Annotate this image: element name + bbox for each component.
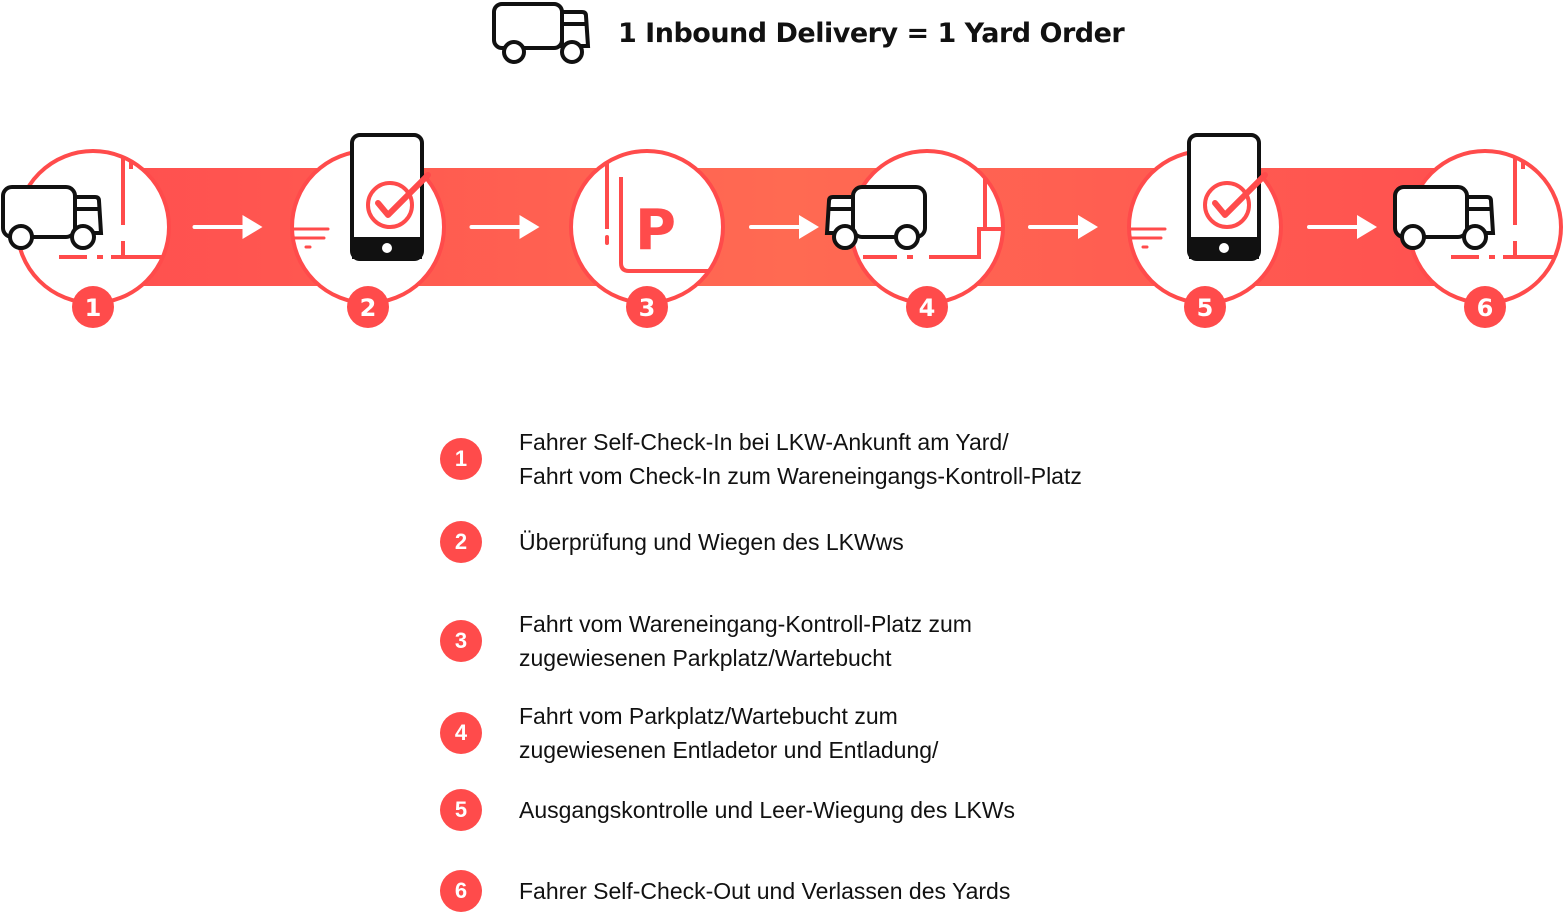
truck-icon [824, 185, 927, 250]
legend-item: 1 Fahrer Self-Check-In bei LKW-Ankunft am… [440, 425, 1082, 493]
svg-text:1: 1 [85, 294, 102, 322]
legend-line: Ausgangskontrolle und Leer-Wiegung des L… [519, 797, 1016, 823]
svg-text:4: 4 [919, 294, 936, 322]
step-number-badge: 2 [347, 286, 389, 328]
arrow-right-icon [192, 215, 263, 239]
legend-line: Fahrer Self-Check-In bei LKW-Ankunft am … [519, 429, 1009, 455]
phone-check-icon [1187, 133, 1268, 261]
legend-description: Fahrt vom Wareneingang-Kontroll-Platz zu… [519, 607, 972, 675]
parking-icon: P [635, 198, 676, 263]
legend-description: Fahrer Self-Check-In bei LKW-Ankunft am … [519, 425, 1082, 493]
svg-text:2: 2 [360, 294, 377, 322]
svg-text:3: 3 [639, 294, 656, 322]
arrow-right-icon [1028, 215, 1098, 239]
legend-line: Überprüfung und Wiegen des LKWws [519, 529, 904, 555]
legend-line: Fahrt vom Parkplatz/Wartebucht zum [519, 703, 898, 729]
flow-step: P3 [569, 149, 725, 328]
flow-step: 2 [290, 133, 446, 328]
legend-number-badge: 4 [440, 712, 482, 754]
header: 1 Inbound Delivery = 1 Yard Order [490, 0, 1125, 66]
step-number-badge: 4 [906, 286, 948, 328]
legend-line: Fahrt vom Wareneingang-Kontroll-Platz zu… [519, 611, 972, 637]
legend-line: Fahrt vom Check-In zum Wareneingangs-Kon… [519, 463, 1082, 489]
svg-text:6: 6 [1477, 294, 1494, 322]
legend-item: 2 Überprüfung und Wiegen des LKWws [440, 521, 904, 563]
legend-number-badge: 5 [440, 789, 482, 831]
legend-number-badge: 6 [440, 870, 482, 912]
step-number-badge: 5 [1184, 286, 1226, 328]
legend-number-badge: 2 [440, 521, 482, 563]
flow-step: 5 [1127, 133, 1283, 328]
legend-number-badge: 3 [440, 620, 482, 662]
legend-item: 5 Ausgangskontrolle und Leer-Wiegung des … [440, 789, 1015, 831]
step-number-badge: 3 [626, 286, 668, 328]
svg-text:5: 5 [1197, 294, 1214, 322]
truck-icon [1, 185, 104, 250]
legend-description: Fahrt vom Parkplatz/Wartebucht zum zugewi… [519, 699, 938, 767]
legend-description: Fahrer Self-Check-Out und Verlassen des … [519, 874, 1010, 908]
step-number-badge: 1 [72, 286, 114, 328]
legend-line: zugewiesenen Parkplatz/Wartebucht [519, 645, 892, 671]
legend-line: Fahrer Self-Check-Out und Verlassen des … [519, 878, 1011, 904]
legend-item: 4 Fahrt vom Parkplatz/Wartebucht zum zugew… [440, 699, 938, 767]
page-title: 1 Inbound Delivery = 1 Yard Order [618, 17, 1125, 49]
arrow-right-icon [749, 215, 819, 239]
step-number-badge: 6 [1464, 286, 1506, 328]
legend-item: 3 Fahrt vom Wareneingang-Kontroll-Platz z… [440, 607, 972, 675]
truck-icon [1393, 185, 1496, 250]
flow-step: 6 [1393, 149, 1563, 328]
legend-line: zugewiesenen Entladetor und Entladung/ [519, 737, 939, 763]
arrow-right-icon [469, 215, 540, 239]
arrow-right-icon [1307, 215, 1377, 239]
flow-step: 4 [824, 149, 1005, 328]
phone-check-icon [350, 133, 431, 261]
legend-number-badge: 1 [440, 438, 482, 480]
legend-description: Überprüfung und Wiegen des LKWws [519, 525, 904, 559]
legend-description: Ausgangskontrolle und Leer-Wiegung des L… [519, 793, 1015, 827]
legend-item: 6 Fahrer Self-Check-Out und Verlassen des… [440, 870, 1010, 912]
flow-step: 1 [1, 149, 171, 328]
truck-icon [492, 2, 591, 64]
